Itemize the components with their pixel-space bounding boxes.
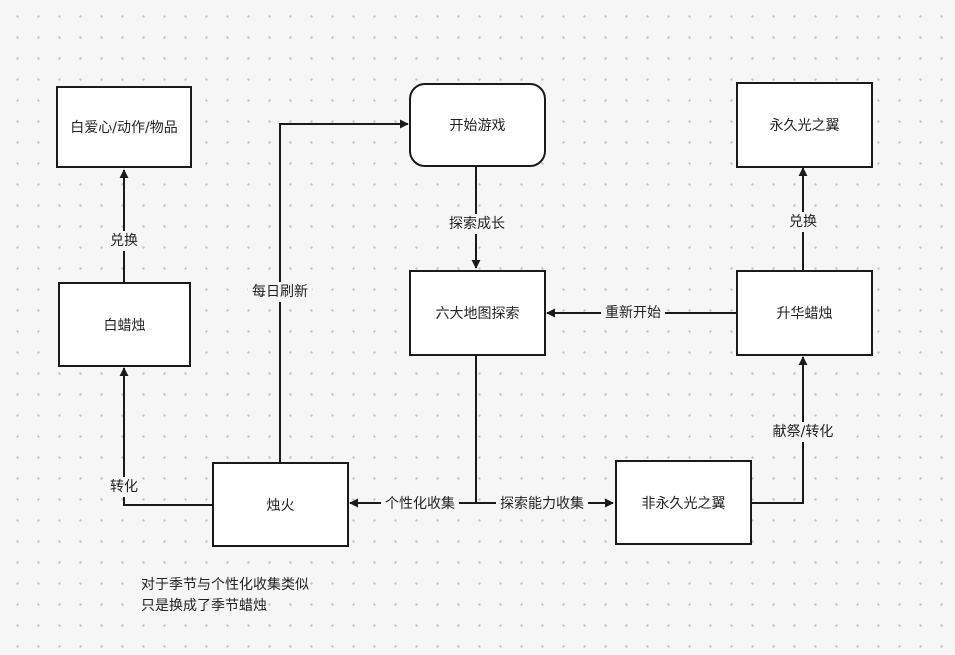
node-permanent-wings: 永久光之翼: [736, 82, 873, 168]
edge-label-redeem-left: 兑换: [106, 231, 142, 251]
node-start-game: 开始游戏: [409, 83, 546, 167]
season-note-line-2: 只是换成了季节蜡烛: [141, 598, 267, 614]
edge-label-explore-collect: 探索能力收集: [496, 494, 588, 514]
node-white-candle: 白蜡烛: [58, 282, 191, 367]
node-six-maps: 六大地图探索: [409, 270, 546, 356]
season-note: 对于季节与个性化收集类似 只是换成了季节蜡烛: [141, 575, 309, 617]
edge-label-restart: 重新开始: [601, 303, 665, 323]
edge-label-redeem-right: 兑换: [785, 212, 821, 232]
node-white-heart-items: 白爱心/动作/物品: [56, 86, 192, 168]
edge-nonpermanent-to-sublimated: [752, 356, 808, 504]
edge-fire-to-white-candle: [119, 367, 212, 506]
edge-label-daily-refresh: 每日刷新: [248, 282, 312, 302]
edge-label-explore-grow: 探索成长: [445, 214, 509, 234]
node-sublimated-candle: 升华蜡烛: [736, 270, 873, 356]
edge-label-offer-convert: 献祭/转化: [768, 422, 838, 442]
node-nonpermanent-wings: 非永久光之翼: [615, 460, 752, 545]
edge-label-convert-left: 转化: [106, 477, 142, 497]
season-note-line-1: 对于季节与个性化收集类似: [141, 577, 309, 593]
edge-fire-to-start: [279, 119, 409, 462]
node-candle-fire: 烛火: [212, 462, 349, 547]
edge-label-personal-collect: 个性化收集: [381, 494, 459, 514]
